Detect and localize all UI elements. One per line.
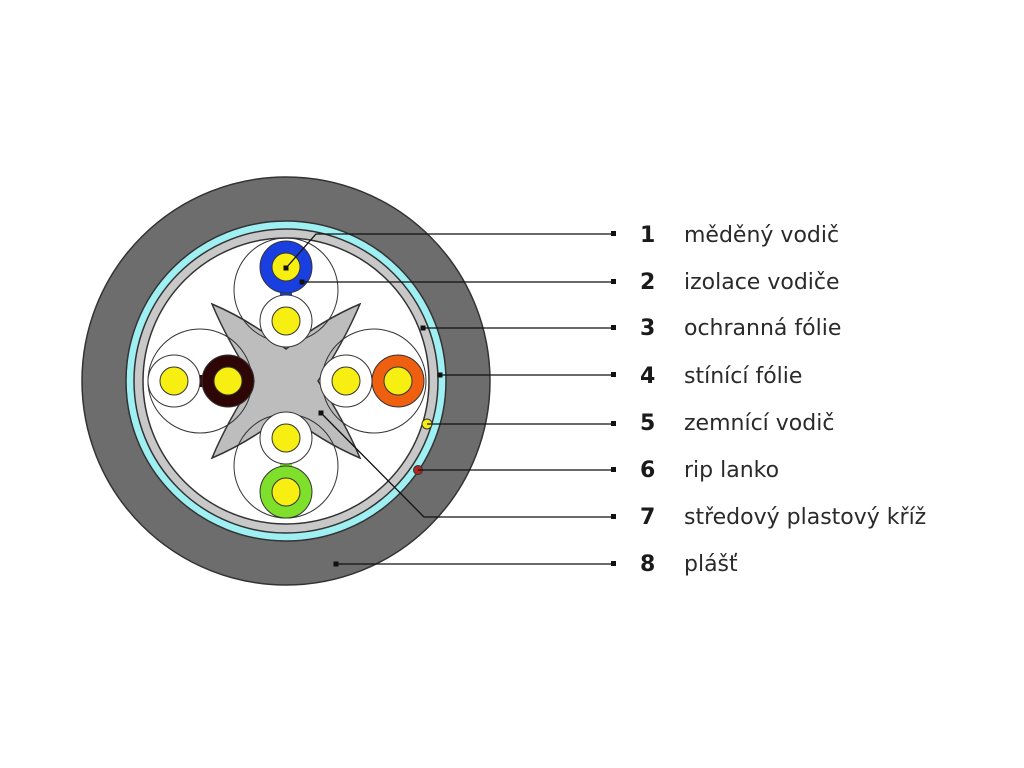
leader-line-1 <box>285 233 614 269</box>
legend-item-3: 3 ochranná fólie <box>640 313 841 343</box>
orange-white-wire-copper <box>331 366 361 396</box>
legend-item-8: 8 plášť <box>640 549 738 579</box>
blue-white-wire-copper <box>271 306 301 336</box>
leader-start-1 <box>283 265 289 271</box>
leader-end-6 <box>611 467 616 472</box>
leader-end-2 <box>611 279 616 284</box>
leader-start-4 <box>437 372 443 378</box>
leader-end-4 <box>611 372 616 377</box>
legend-number: 8 <box>640 551 656 577</box>
legend-label: zemnící vodič <box>684 410 835 436</box>
legend-item-4: 4 stínící fólie <box>640 361 802 391</box>
legend-item-7: 7 středový plastový kříž <box>640 502 926 532</box>
legend-label: izolace vodiče <box>684 269 840 295</box>
green-white-wire-copper <box>271 423 301 453</box>
leader-end-3 <box>611 325 616 330</box>
leader-end-5 <box>611 421 616 426</box>
legend-label: plášť <box>684 551 738 577</box>
legend-label: ochranná fólie <box>684 315 842 341</box>
legend-label: středový plastový kříž <box>684 504 927 530</box>
green-wire-copper <box>271 477 301 507</box>
legend-number: 7 <box>640 504 656 530</box>
leader-start-7 <box>318 410 324 416</box>
legend-number: 4 <box>640 363 656 389</box>
legend-number: 5 <box>640 410 656 436</box>
orange-wire-copper <box>383 366 413 396</box>
legend-item-5: 5 zemnící vodič <box>640 408 834 438</box>
legend-label: měděný vodič <box>684 222 840 248</box>
legend-number: 6 <box>640 457 656 483</box>
legend-item-1: 1 měděný vodič <box>640 220 839 250</box>
legend-item-2: 2 izolace vodiče <box>640 267 840 297</box>
leader-line-7 <box>320 412 614 518</box>
legend-item-6: 6 rip lanko <box>640 455 779 485</box>
leader-start-8 <box>333 561 339 567</box>
brown-white-wire-copper <box>159 366 189 396</box>
leader-end-8 <box>611 561 616 566</box>
leader-end-7 <box>611 514 616 519</box>
legend-number: 3 <box>640 315 656 341</box>
leader-start-3 <box>420 325 426 331</box>
legend-label: rip lanko <box>684 457 780 483</box>
legend-number: 2 <box>640 269 656 295</box>
leader-end-1 <box>611 231 616 236</box>
legend-number: 1 <box>640 222 656 248</box>
leader-start-2 <box>299 279 305 285</box>
brown-wire-copper <box>213 366 243 396</box>
legend-label: stínící fólie <box>684 363 803 389</box>
